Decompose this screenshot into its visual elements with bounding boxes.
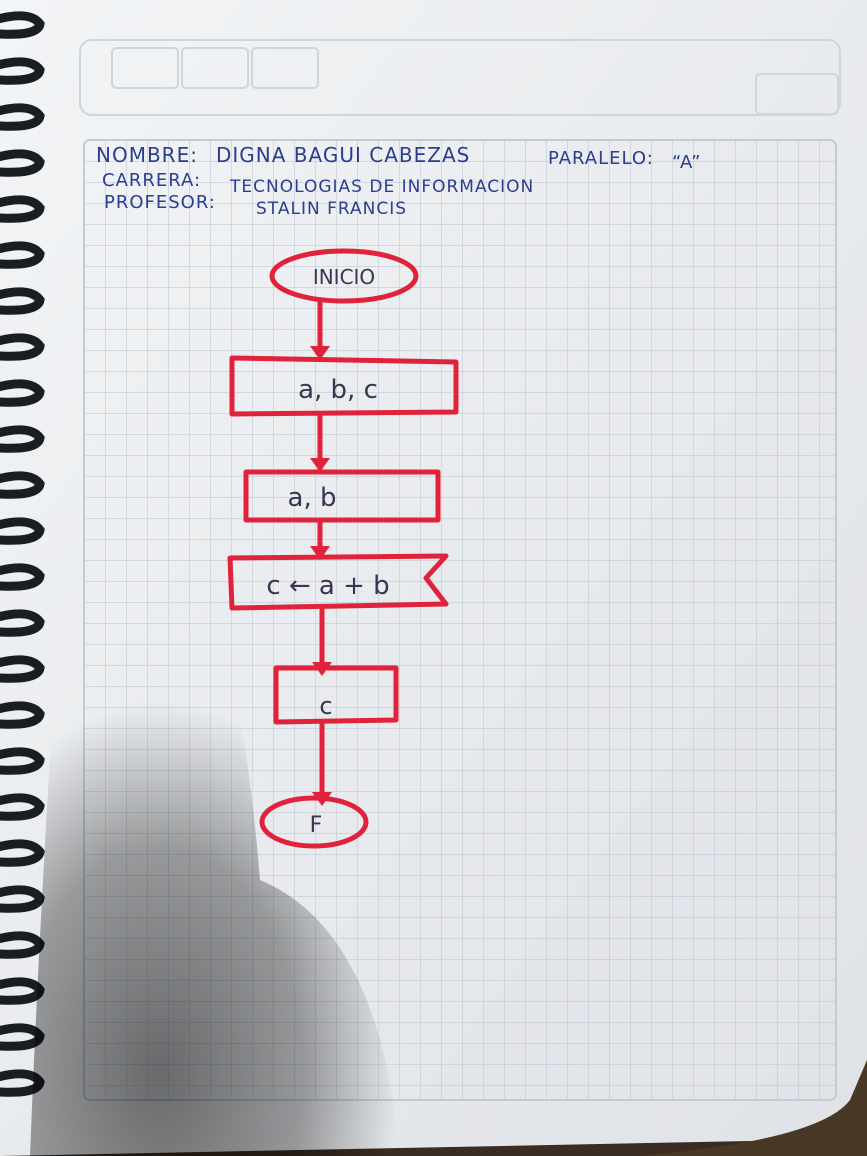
spiral-ring: [0, 287, 45, 315]
spiral-ring: [0, 701, 45, 729]
end-terminal: [259, 795, 369, 849]
spiral-binding: [0, 11, 45, 1097]
read-label: a, b: [288, 483, 337, 513]
process-block: [227, 553, 449, 611]
input-block: [229, 355, 459, 417]
page-header-boxes: [79, 39, 841, 116]
output-block: [273, 665, 399, 725]
spiral-ring: [0, 103, 45, 131]
carrera-value: TECNOLOGIAS DE INFORMACION: [229, 177, 534, 197]
spiral-ring: [0, 609, 45, 637]
student-info: NOMBRE: DIGNA BAGUI CABEZAS PARALELO: “A…: [96, 143, 701, 219]
spiral-ring: [0, 11, 45, 39]
profesor-value: STALIN FRANCIS: [256, 199, 407, 219]
flowchart: INICIO a, b, c a, b c ← a + b c F: [227, 248, 459, 849]
spiral-ring: [0, 793, 45, 821]
spiral-ring: [0, 563, 45, 591]
end-label: F: [310, 813, 323, 838]
spiral-ring: [0, 885, 45, 913]
start-label: INICIO: [313, 265, 375, 289]
hand-shadow: [30, 587, 400, 1156]
process-label: c ← a + b: [266, 571, 389, 601]
desk-background: [640, 1060, 867, 1156]
carrera-label: CARRERA:: [102, 170, 201, 191]
read-block: [243, 469, 441, 523]
spiral-ring: [0, 517, 45, 545]
paralelo-value: “A”: [672, 152, 701, 173]
profesor-label: PROFESOR:: [104, 192, 216, 213]
spiral-ring: [0, 333, 45, 361]
paralelo-label: PARALELO:: [548, 148, 654, 169]
spiral-ring: [0, 655, 45, 683]
spiral-ring: [0, 425, 45, 453]
input-label: a, b, c: [298, 375, 378, 405]
spiral-ring: [0, 195, 45, 223]
spiral-ring: [0, 471, 45, 499]
start-terminal: [269, 248, 419, 304]
nombre-label: NOMBRE:: [96, 143, 198, 167]
nombre-value: DIGNA BAGUI CABEZAS: [216, 143, 470, 167]
spiral-ring: [0, 57, 45, 85]
spiral-ring: [0, 747, 45, 775]
spiral-ring: [0, 839, 45, 867]
spiral-ring: [0, 149, 45, 177]
spiral-ring: [0, 241, 45, 269]
output-label: c: [319, 692, 332, 720]
spiral-ring: [0, 379, 45, 407]
